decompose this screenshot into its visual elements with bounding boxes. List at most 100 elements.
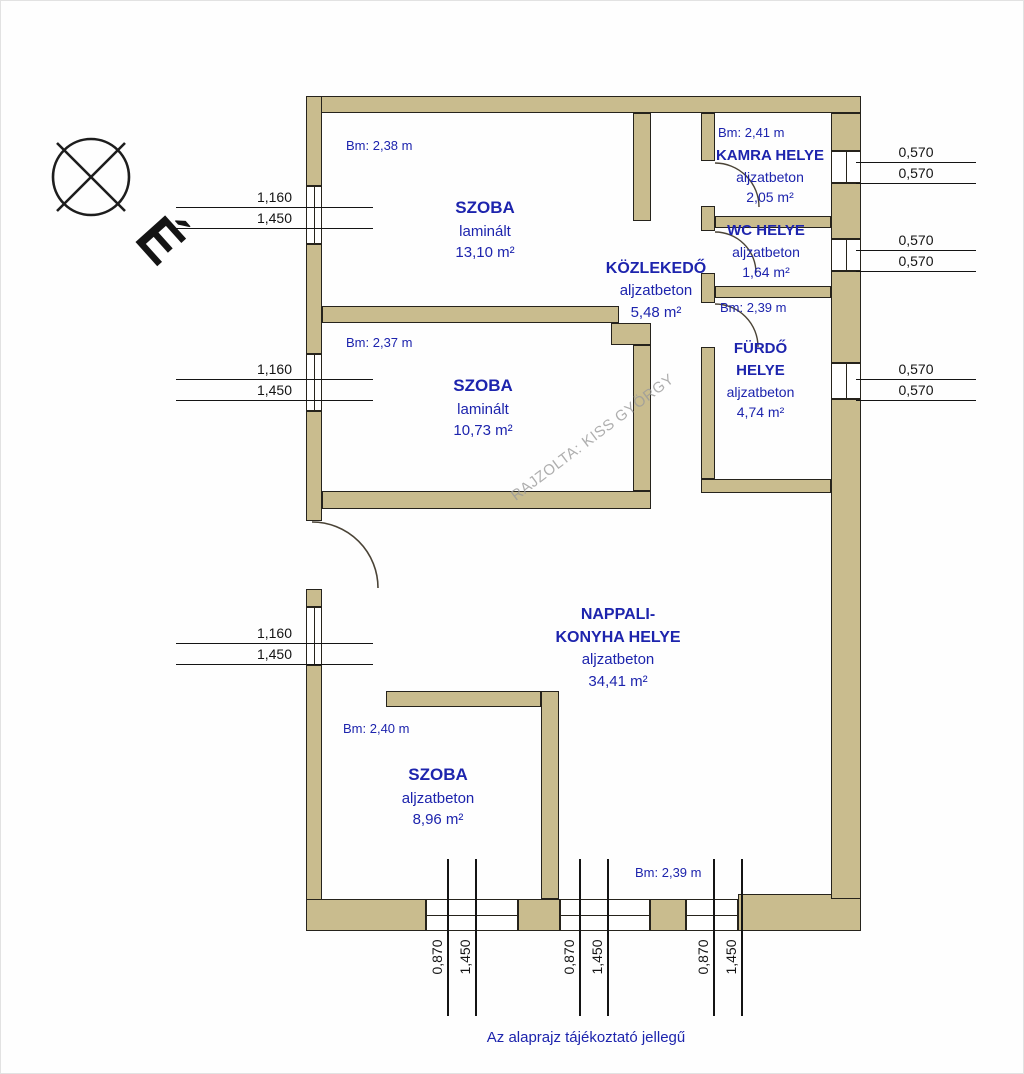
wall-segment	[306, 96, 861, 113]
dimension-value: 1,450	[256, 210, 293, 226]
wall-segment	[701, 273, 715, 303]
dimension-line	[447, 859, 449, 1016]
dimension-line	[176, 379, 373, 380]
wall-segment	[831, 183, 861, 239]
dimension-line	[475, 859, 477, 1016]
dimension-line	[176, 400, 373, 401]
dimension-value: 1,160	[256, 625, 293, 641]
dimension-value: 0,570	[898, 382, 934, 398]
dimension-line	[856, 162, 976, 163]
window	[426, 899, 518, 931]
surveyor-circle-icon	[51, 137, 131, 217]
wall-segment	[386, 691, 541, 707]
dimension-line	[176, 228, 373, 229]
wall-segment	[831, 399, 861, 899]
dimension-value: 1,450	[457, 939, 473, 975]
dimension-line	[856, 250, 976, 251]
room-name: KÖZLEKEDŐ	[605, 260, 707, 277]
room-floor: laminált	[459, 222, 511, 240]
wall-segment	[738, 894, 861, 931]
room-floor: aljzatbeton	[581, 651, 655, 669]
room-name: NAPPALI- KONYHA HELYE	[555, 606, 681, 647]
window	[306, 354, 322, 411]
room-floor: aljzatbeton	[736, 168, 804, 185]
dimension-value: 1,450	[256, 382, 293, 398]
ceiling-height-label: Bm: 2,40 m	[343, 721, 410, 736]
room-name: SZOBA	[408, 765, 468, 784]
dimension-value: 0,870	[429, 939, 445, 975]
room-name: WC HELYE	[727, 222, 805, 239]
wall-segment	[306, 899, 426, 931]
wall-segment	[633, 345, 651, 491]
room-nappali-konyha: NAPPALI- KONYHA HELYE aljzatbeton 34,41 …	[528, 603, 708, 693]
wall-segment	[701, 113, 715, 161]
dimension-line	[741, 859, 743, 1016]
dimension-left-2: 1,160 1,450	[176, 359, 373, 401]
dimension-value: 1,160	[256, 189, 293, 205]
wall-segment	[701, 347, 715, 479]
ceiling-height-label: Bm: 2,39 m	[635, 865, 702, 880]
dimension-line	[856, 183, 976, 184]
room-szoba-1: SZOBA laminált 13,10 m²	[395, 196, 575, 264]
dimension-value: 0,570	[898, 361, 934, 377]
wall-segment	[518, 899, 560, 931]
window	[831, 239, 861, 271]
dimension-value: 0,570	[898, 144, 934, 160]
wall-segment	[306, 665, 322, 931]
room-area: 5,48 m²	[630, 303, 682, 321]
dimension-value: 1,450	[589, 939, 605, 975]
dimension-line	[856, 271, 976, 272]
dimension-line	[713, 859, 715, 1016]
room-area: 13,10 m²	[455, 244, 515, 262]
room-area: 8,96 m²	[412, 811, 464, 829]
dimension-value: 1,450	[256, 646, 293, 662]
room-kamra: KAMRA HELYE aljzatbeton 2,05 m²	[699, 145, 841, 207]
room-name: SZOBA	[453, 376, 513, 395]
wall-segment	[701, 479, 831, 493]
dimension-value: 1,450	[723, 939, 739, 975]
dimension-left-3: 1,160 1,450	[176, 623, 373, 665]
room-name: SZOBA	[455, 198, 515, 217]
wall-segment	[322, 306, 619, 323]
dimension-value: 0,570	[898, 165, 934, 181]
wall-segment	[701, 206, 715, 231]
wall-segment	[633, 113, 651, 221]
dimension-value: 0,870	[695, 939, 711, 975]
dimension-line	[176, 664, 373, 665]
window	[831, 151, 861, 183]
room-floor: aljzatbeton	[726, 383, 795, 400]
dimension-value: 0,870	[561, 939, 577, 975]
dimension-line	[856, 379, 976, 380]
room-szoba-3: SZOBA aljzatbeton 8,96 m²	[348, 763, 528, 831]
room-kozlekedo: KÖZLEKEDŐ aljzatbeton 5,48 m²	[571, 257, 741, 324]
wall-segment	[306, 589, 322, 607]
dimension-line	[856, 400, 976, 401]
disclaimer-note: Az alaprajz tájékoztató jellegű	[486, 1029, 686, 1046]
ceiling-height-label: Bm: 2,37 m	[346, 335, 413, 350]
room-area: 34,41 m²	[588, 673, 648, 691]
wall-segment	[306, 411, 322, 521]
dimension-right-3: 0,570 0,570	[856, 359, 976, 401]
ceiling-height-label: Bm: 2,38 m	[346, 138, 413, 153]
room-area: 4,74 m²	[736, 403, 785, 420]
window	[831, 363, 861, 399]
wall-segment	[306, 96, 322, 186]
ceiling-height-label: Bm: 2,41 m	[718, 125, 785, 140]
dimension-line	[176, 207, 373, 208]
wall-segment	[715, 286, 831, 298]
dimension-line	[607, 859, 609, 1016]
wall-segment	[715, 216, 831, 228]
room-area: 2,05 m²	[746, 189, 794, 206]
room-szoba-2: SZOBA laminált 10,73 m²	[393, 374, 573, 442]
room-area: 10,73 m²	[453, 422, 513, 440]
wall-segment	[831, 271, 861, 363]
wall-segment	[541, 691, 559, 899]
dimension-value: 1,160	[256, 361, 293, 377]
room-floor: aljzatbeton	[401, 789, 475, 807]
wall-segment	[650, 899, 686, 931]
window	[560, 899, 650, 931]
dimension-right-1: 0,570 0,570	[856, 142, 976, 184]
dimension-value: 0,570	[898, 232, 934, 248]
dimension-line	[579, 859, 581, 1016]
